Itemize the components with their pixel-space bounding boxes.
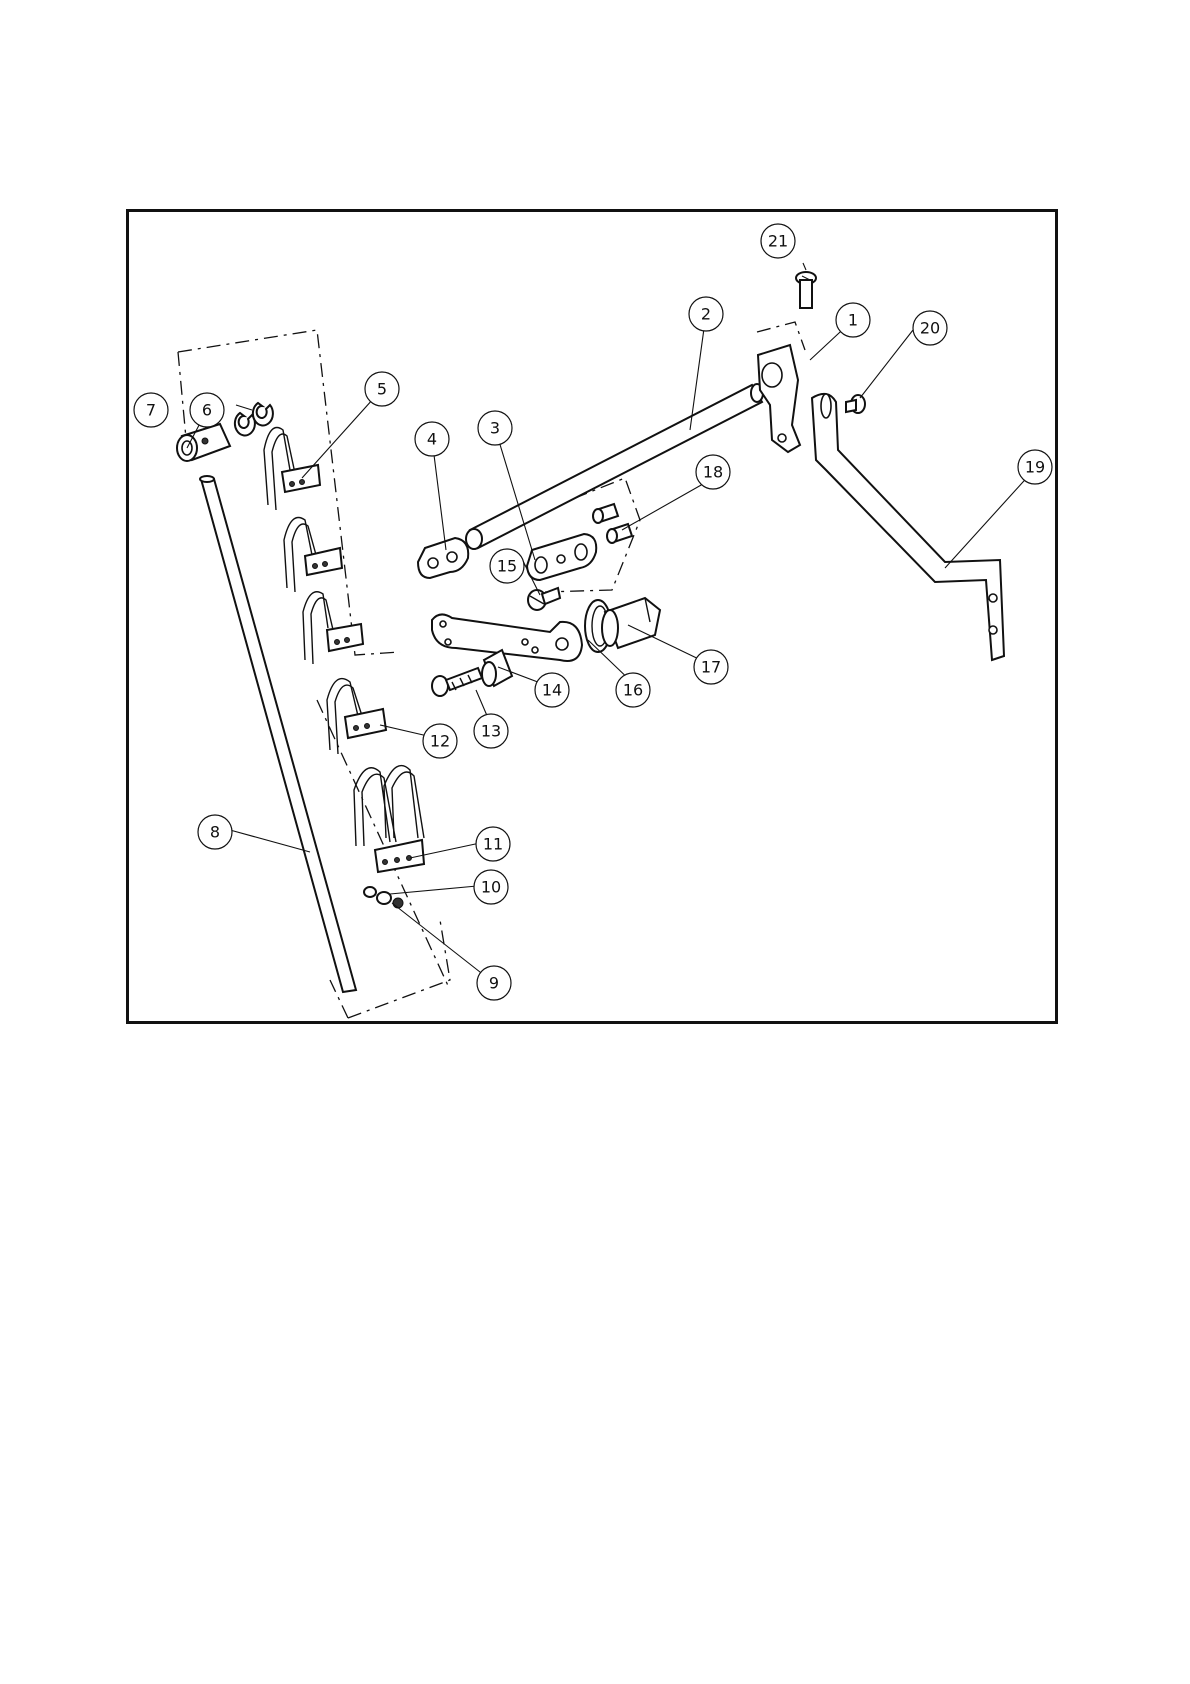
link-part-3 [527, 534, 596, 580]
callout-2: 2 [689, 297, 723, 331]
callout-16-label: 16 [623, 681, 643, 700]
callout-4: 4 [415, 422, 449, 456]
callout-3-label: 3 [490, 419, 500, 438]
link-part-4 [418, 538, 468, 578]
crank-part-1 [758, 345, 800, 452]
callout-19-label: 19 [1025, 458, 1045, 477]
callout-12-label: 12 [430, 732, 450, 751]
screw-part-21 [796, 272, 816, 308]
wire-guide-part-12 [327, 679, 386, 754]
callout-6: 6 [190, 393, 224, 427]
callout-12: 12 [423, 724, 457, 758]
callout-13: 13 [474, 714, 508, 748]
bolt-part-13 [432, 668, 482, 696]
callout-21: 21 [761, 224, 795, 258]
arm-assembly [432, 614, 582, 661]
callout-7-label: 7 [146, 401, 156, 420]
wire-guide-a [284, 518, 342, 593]
callout-10: 10 [474, 870, 508, 904]
bracket-part-19 [812, 394, 1004, 660]
callout-1-label: 1 [848, 311, 858, 330]
retaining-rings-part-6 [235, 403, 273, 435]
set-screws-part-9-10 [364, 887, 403, 908]
coupling-part-7 [177, 424, 230, 461]
callout-8: 8 [198, 815, 232, 849]
wire-guide-part-11 [354, 766, 424, 872]
callout-11-label: 11 [483, 835, 503, 854]
screw-part-20 [846, 395, 865, 413]
callout-9-label: 9 [489, 974, 499, 993]
callout-3: 3 [478, 411, 512, 445]
callout-15: 15 [490, 549, 524, 583]
callout-8-label: 8 [210, 823, 220, 842]
stud-part-17 [602, 598, 660, 648]
wire-guide-part-5 [264, 428, 320, 511]
callout-17: 17 [694, 650, 728, 684]
callout-13-label: 13 [481, 722, 501, 741]
callout-14: 14 [535, 673, 569, 707]
callout-10-label: 10 [481, 878, 501, 897]
callout-14-label: 14 [542, 681, 562, 700]
callout-17-label: 17 [701, 658, 721, 677]
assembly-boundary-top [757, 322, 805, 350]
callout-20: 20 [913, 311, 947, 345]
callout-1: 1 [836, 303, 870, 337]
sleeves-part-18 [593, 504, 632, 543]
callout-5-label: 5 [377, 380, 387, 399]
callout-11: 11 [476, 827, 510, 861]
callout-18-label: 18 [703, 463, 723, 482]
callout-2-label: 2 [701, 305, 711, 324]
callout-20-label: 20 [920, 319, 940, 338]
stud-screw-part-15 [528, 588, 560, 610]
callout-5: 5 [365, 372, 399, 406]
callout-18: 18 [696, 455, 730, 489]
bushing-part-14 [482, 650, 512, 686]
callout-4-label: 4 [427, 430, 437, 449]
callout-21-label: 21 [768, 232, 788, 251]
callout-15-label: 15 [497, 557, 517, 576]
wire-guide-b [303, 592, 363, 664]
callout-9: 9 [477, 966, 511, 1000]
callout-6-label: 6 [202, 401, 212, 420]
callout-19: 19 [1018, 450, 1052, 484]
callout-7: 7 [134, 393, 168, 427]
callout-16: 16 [616, 673, 650, 707]
